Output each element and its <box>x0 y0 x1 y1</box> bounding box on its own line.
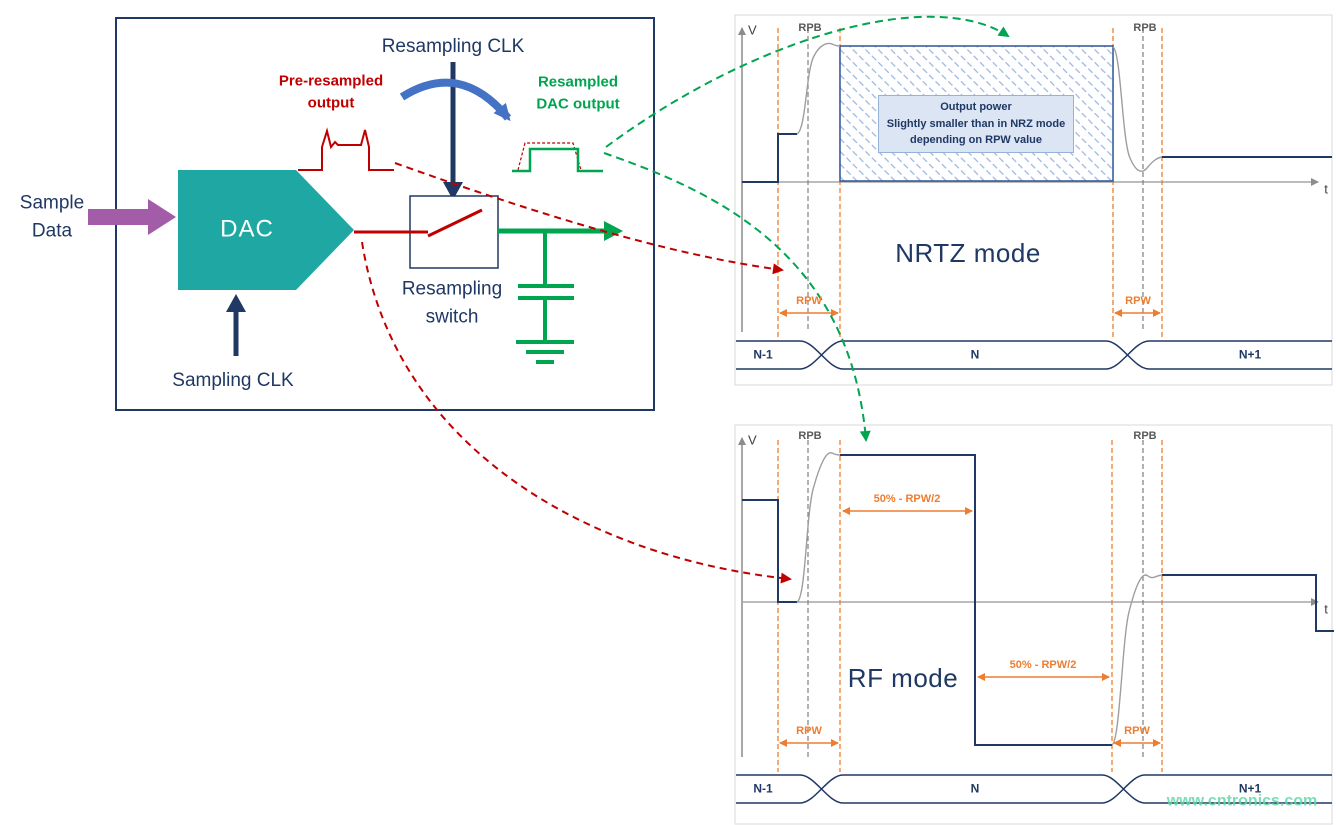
rf-data-bus <box>736 774 1332 804</box>
rf-waveform-right <box>1162 574 1334 632</box>
nrtz-rpw-right-label: RPW <box>1125 295 1151 308</box>
green-callout-to-rf <box>603 152 871 442</box>
rf-v-axis-label: V <box>748 432 757 448</box>
pre-resampled-waveform-icon <box>298 127 394 171</box>
sample-data-label: Sample Data <box>19 192 85 241</box>
callout-arrows <box>361 15 1010 584</box>
rf-rpw-right-label: RPW <box>1124 725 1150 738</box>
resampled-dac-output-label: Resampled DAC output <box>536 73 620 112</box>
nrtz-rpb-right-label: RPB <box>1133 22 1157 35</box>
nrtz-output-power-note-text: Output power Slightly smaller than in NR… <box>886 101 1066 147</box>
sampling-clk-arrowhead <box>226 294 246 312</box>
nrtz-data-next-label: N+1 <box>1238 347 1262 362</box>
resampling-switch-label: Resampling switch <box>401 278 503 327</box>
rf-mode-label: RF mode <box>847 663 959 694</box>
rf-panel-border <box>734 424 1333 825</box>
resampled-ghost-waveform-icon <box>517 142 582 171</box>
nrtz-output-power-note: Output power Slightly smaller than in NR… <box>878 95 1074 153</box>
output-arrowhead <box>604 221 623 241</box>
pre-resampled-output-label: Pre-resampled output <box>278 72 384 111</box>
sample-data-arrow <box>88 199 176 235</box>
rf-segment-bottom-label: 50% - RPW/2 <box>1009 659 1077 672</box>
rf-waveform-mid <box>840 454 1112 746</box>
rf-t-axis-label: t <box>1324 601 1328 617</box>
switch-lever <box>427 208 483 238</box>
dac-block <box>178 170 354 290</box>
red-callout-to-rf <box>361 241 792 584</box>
nrtz-transition-rise <box>796 42 841 135</box>
watermark: www.cntronics.com <box>1166 792 1318 810</box>
nrtz-data-prev-label: N-1 <box>753 347 773 362</box>
resampled-waveform-icon <box>512 147 603 173</box>
rf-panel <box>734 424 1334 825</box>
rf-rpw-left-label: RPW <box>796 725 822 738</box>
nrtz-transition-fall <box>1112 46 1163 172</box>
block-diagram <box>88 17 655 411</box>
resampling-clk-label: Resampling CLK <box>381 36 525 58</box>
nrtz-rpb-left-label: RPB <box>798 22 822 35</box>
rf-waveform-left <box>742 499 797 603</box>
rf-data-next-label: N+1 <box>1238 781 1262 796</box>
rf-rpb-right-label: RPB <box>1133 430 1157 443</box>
red-callout-to-nrtz <box>394 162 784 275</box>
rf-rpb-left-label: RPB <box>798 430 822 443</box>
nrtz-rpw-left-label: RPW <box>796 295 822 308</box>
dac-block-label: DAC <box>220 215 274 243</box>
rf-transition-rise <box>796 452 841 603</box>
sampling-clk-label: Sampling CLK <box>172 370 294 392</box>
nrtz-panel <box>734 14 1333 386</box>
rf-transition-fall <box>1111 574 1163 746</box>
nrtz-data-current-label: N <box>970 347 980 362</box>
rf-data-prev-label: N-1 <box>753 781 773 796</box>
nrtz-waveform-left <box>742 133 797 183</box>
nrtz-data-bus <box>736 340 1332 370</box>
resampling-clk-arrowhead <box>443 182 463 200</box>
nrtz-t-axis-label: t <box>1324 181 1328 197</box>
green-callout-to-nrtz <box>605 15 1010 148</box>
nrtz-v-axis-label: V <box>748 22 757 38</box>
rf-segment-top-label: 50% - RPW/2 <box>873 493 941 506</box>
nrtz-mode-label: NRTZ mode <box>895 238 1041 269</box>
rf-data-current-label: N <box>970 781 980 796</box>
resample-transform-arrow <box>399 78 512 122</box>
